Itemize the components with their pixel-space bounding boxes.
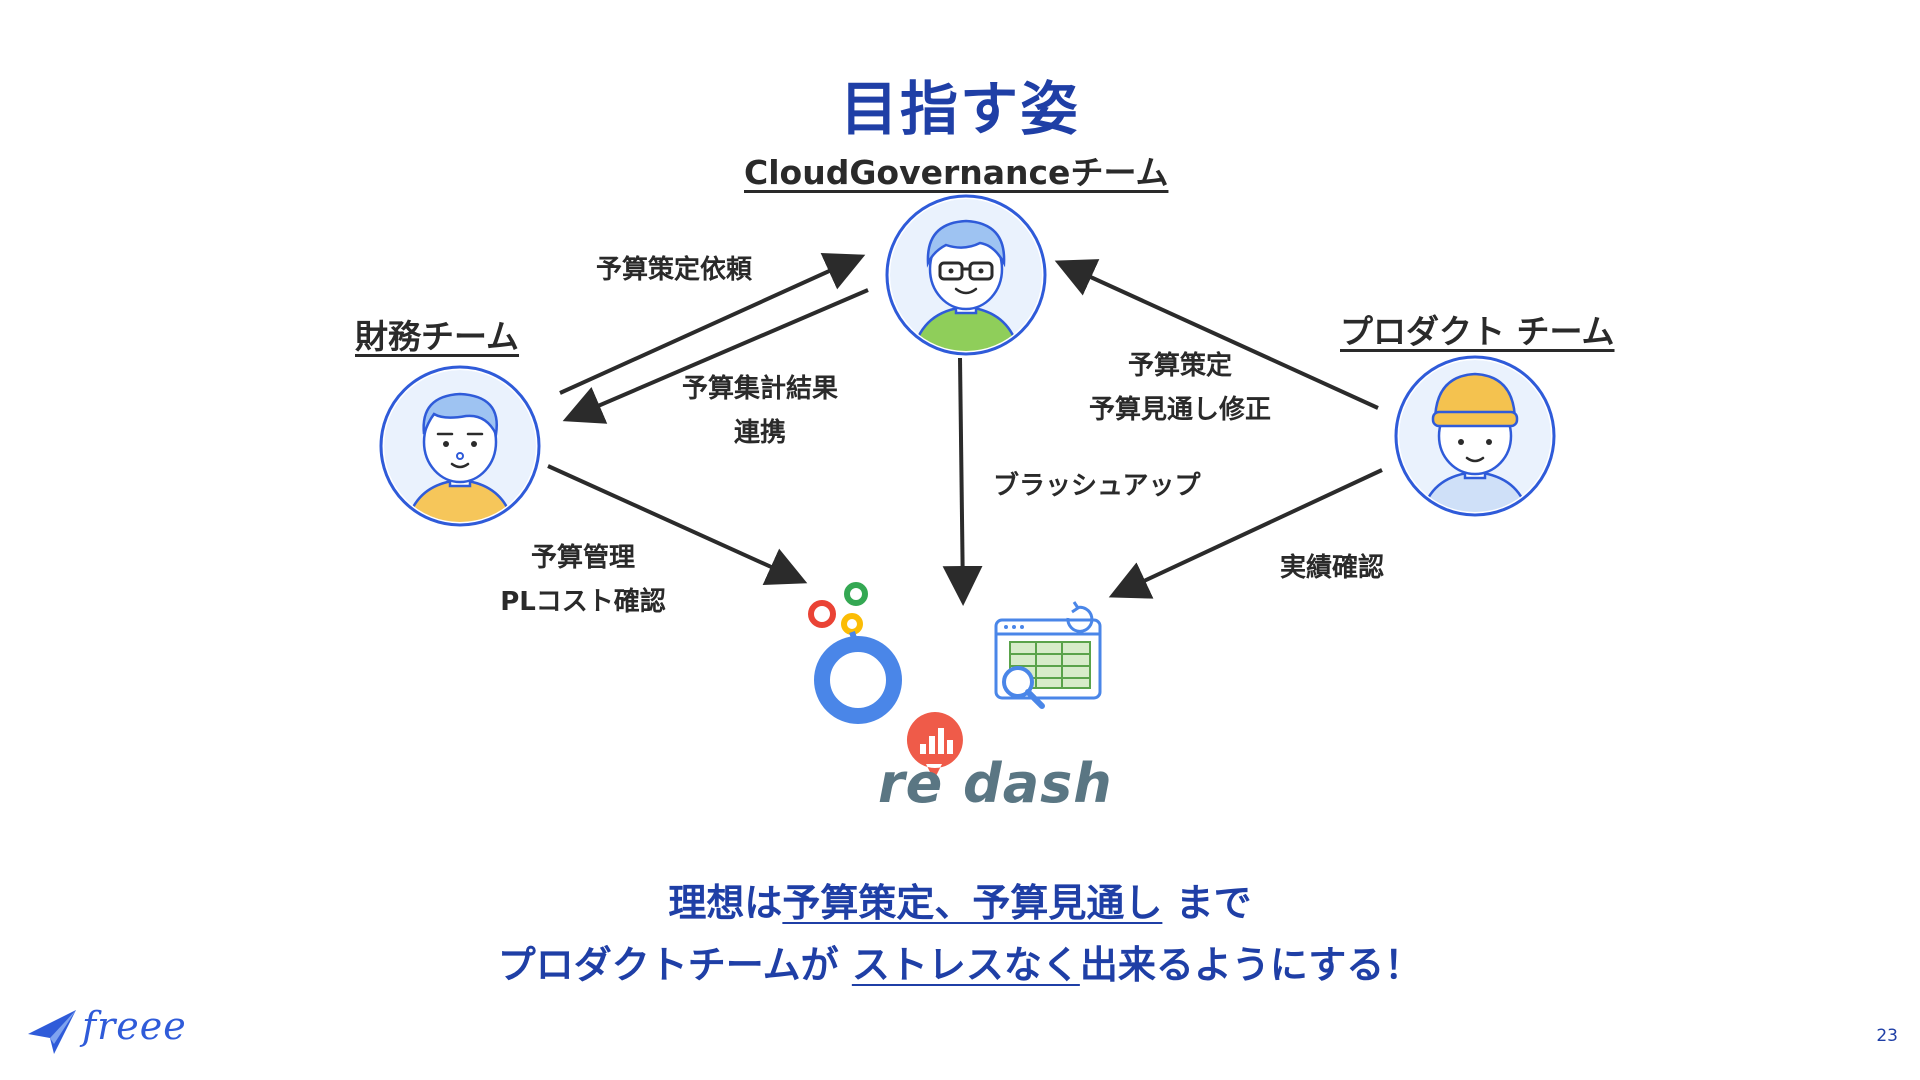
arrow-cloud-to-finance [562, 288, 869, 424]
team-label-finance: 財務チーム [355, 317, 520, 356]
goal-line2-c: 出来るようにする！ [1079, 943, 1423, 987]
label-budget-mgmt: 予算管理 PLコスト確認 [478, 536, 688, 624]
arrow-product-to-sheet [1108, 468, 1383, 599]
label-budget-plan: 予算策定 予算見通し修正 [1060, 344, 1300, 432]
avatar-cloud-governance [885, 194, 1047, 356]
label-aggregate-result: 予算集計結果 連携 [660, 367, 860, 455]
team-label-cloud-governance: CloudGovernanceチーム [744, 153, 1169, 192]
arrow-finance-to-looker [547, 464, 808, 586]
avatar-product [1394, 355, 1556, 517]
page-number: 23 [1876, 1026, 1898, 1046]
looker-logo-icon [808, 582, 902, 724]
arrow-cloud-to-tools [942, 357, 983, 606]
avatar-finance [379, 365, 541, 527]
label-budget-plan-line1: 予算策定 [1127, 351, 1232, 381]
arrow-product-to-cloud [1054, 259, 1379, 410]
redash-logo-icon [906, 712, 963, 780]
label-budget-plan-line2: 予算見通し修正 [1088, 395, 1271, 425]
label-brushup: ブラッシュアップ [993, 471, 1201, 501]
label-aggregate-result-line1: 予算集計結果 [681, 374, 838, 404]
goal-line2-b: ストレスなく [851, 943, 1080, 987]
redash-logo-text: re dash [878, 752, 1113, 815]
goal-line1-b: 予算策定、予算見通し [782, 881, 1163, 925]
label-budget-mgmt-line1: 予算管理 [530, 543, 635, 573]
arrow-finance-to-cloud [559, 252, 866, 395]
page-title: 目指す姿 [839, 75, 1080, 143]
team-label-product: プロダクト チーム [1340, 312, 1615, 351]
goal-line2-a: プロダクトチームが [497, 943, 839, 987]
freee-bird-icon [28, 1010, 76, 1054]
freee-logo: freee [82, 1004, 187, 1048]
goal-line1-a: 理想は [668, 881, 783, 925]
goal-line1-c: まで [1175, 881, 1252, 925]
label-budget-request: 予算策定依頼 [596, 255, 753, 285]
goal-message-line2: プロダクトチームが ストレスなく出来るようにする！ [0, 934, 1920, 989]
goal-message-line1: 理想は予算策定、予算見通し まで [0, 872, 1920, 927]
spreadsheet-icon [994, 601, 1102, 709]
label-aggregate-result-line2: 連携 [733, 418, 786, 448]
label-actual-check: 実績確認 [1280, 553, 1385, 583]
label-budget-mgmt-line2: PLコスト確認 [500, 587, 666, 617]
